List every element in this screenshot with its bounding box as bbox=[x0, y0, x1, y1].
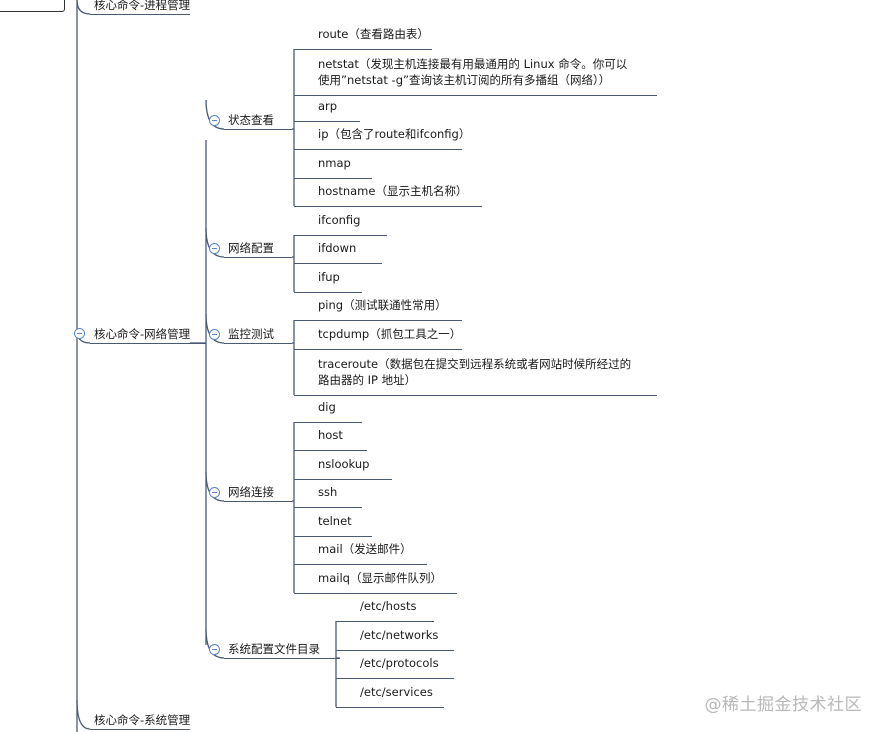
leaf-node[interactable]: ping（测试联通性常用） bbox=[318, 298, 447, 312]
group-node[interactable]: 状态查看 bbox=[228, 113, 274, 127]
root-node-network[interactable]: 核心命令-网络管理 bbox=[94, 327, 191, 341]
collapsed-node-box[interactable] bbox=[0, 0, 65, 12]
root-node-system[interactable]: 核心命令-系统管理 bbox=[94, 713, 191, 727]
group-collapse-icon[interactable] bbox=[209, 487, 220, 498]
group-node[interactable]: 网络配置 bbox=[228, 241, 274, 255]
leaf-node[interactable]: host bbox=[318, 428, 343, 442]
leaf-node[interactable]: arp bbox=[318, 99, 338, 113]
leaf-node[interactable]: netstat（发现主机连接最有用最通用的 Linux 命令。你可以使用”net… bbox=[318, 57, 628, 87]
group-collapse-icon[interactable] bbox=[209, 644, 220, 655]
root-node-process[interactable]: 核心命令-进程管理 bbox=[94, 0, 191, 12]
leaf-node[interactable]: telnet bbox=[318, 514, 352, 528]
leaf-node[interactable]: /etc/protocols bbox=[360, 656, 439, 670]
collapse-icon[interactable] bbox=[74, 328, 85, 339]
group-node[interactable]: 系统配置文件目录 bbox=[228, 642, 320, 656]
leaf-node[interactable]: ifdown bbox=[318, 241, 357, 255]
group-node[interactable]: 网络连接 bbox=[228, 485, 274, 499]
leaf-node[interactable]: traceroute（数据包在提交到远程系统或者网站时候所经过的路由器的 IP … bbox=[318, 357, 632, 387]
leaf-node[interactable]: nslookup bbox=[318, 457, 370, 471]
leaf-node[interactable]: ip（包含了route和ifconfig） bbox=[318, 127, 471, 141]
group-collapse-icon[interactable] bbox=[209, 115, 220, 126]
leaf-node[interactable]: dig bbox=[318, 400, 336, 414]
leaf-node[interactable]: ssh bbox=[318, 485, 338, 499]
leaf-node[interactable]: mail（发送邮件） bbox=[318, 542, 412, 556]
leaf-node[interactable]: tcpdump（抓包工具之一） bbox=[318, 327, 462, 341]
leaf-node[interactable]: ifup bbox=[318, 270, 340, 284]
group-collapse-icon[interactable] bbox=[209, 243, 220, 254]
root-connector-system bbox=[76, 699, 91, 730]
group-collapse-icon[interactable] bbox=[209, 329, 220, 340]
leaf-node[interactable]: mailq（显示邮件队列） bbox=[318, 571, 442, 585]
leaf-node[interactable]: /etc/services bbox=[360, 685, 433, 699]
root-connector-process bbox=[76, 0, 91, 15]
leaf-node[interactable]: hostname（显示主机名称） bbox=[318, 184, 468, 198]
leaf-node[interactable]: /etc/hosts bbox=[360, 599, 417, 613]
leaf-node[interactable]: nmap bbox=[318, 156, 351, 170]
leaf-node[interactable]: ifconfig bbox=[318, 213, 361, 227]
leaf-node[interactable]: /etc/networks bbox=[360, 628, 439, 642]
leaf-node[interactable]: route（查看路由表） bbox=[318, 27, 429, 41]
group-node[interactable]: 监控测试 bbox=[228, 327, 274, 341]
watermark: @稀土掘金技术社区 bbox=[704, 695, 862, 715]
